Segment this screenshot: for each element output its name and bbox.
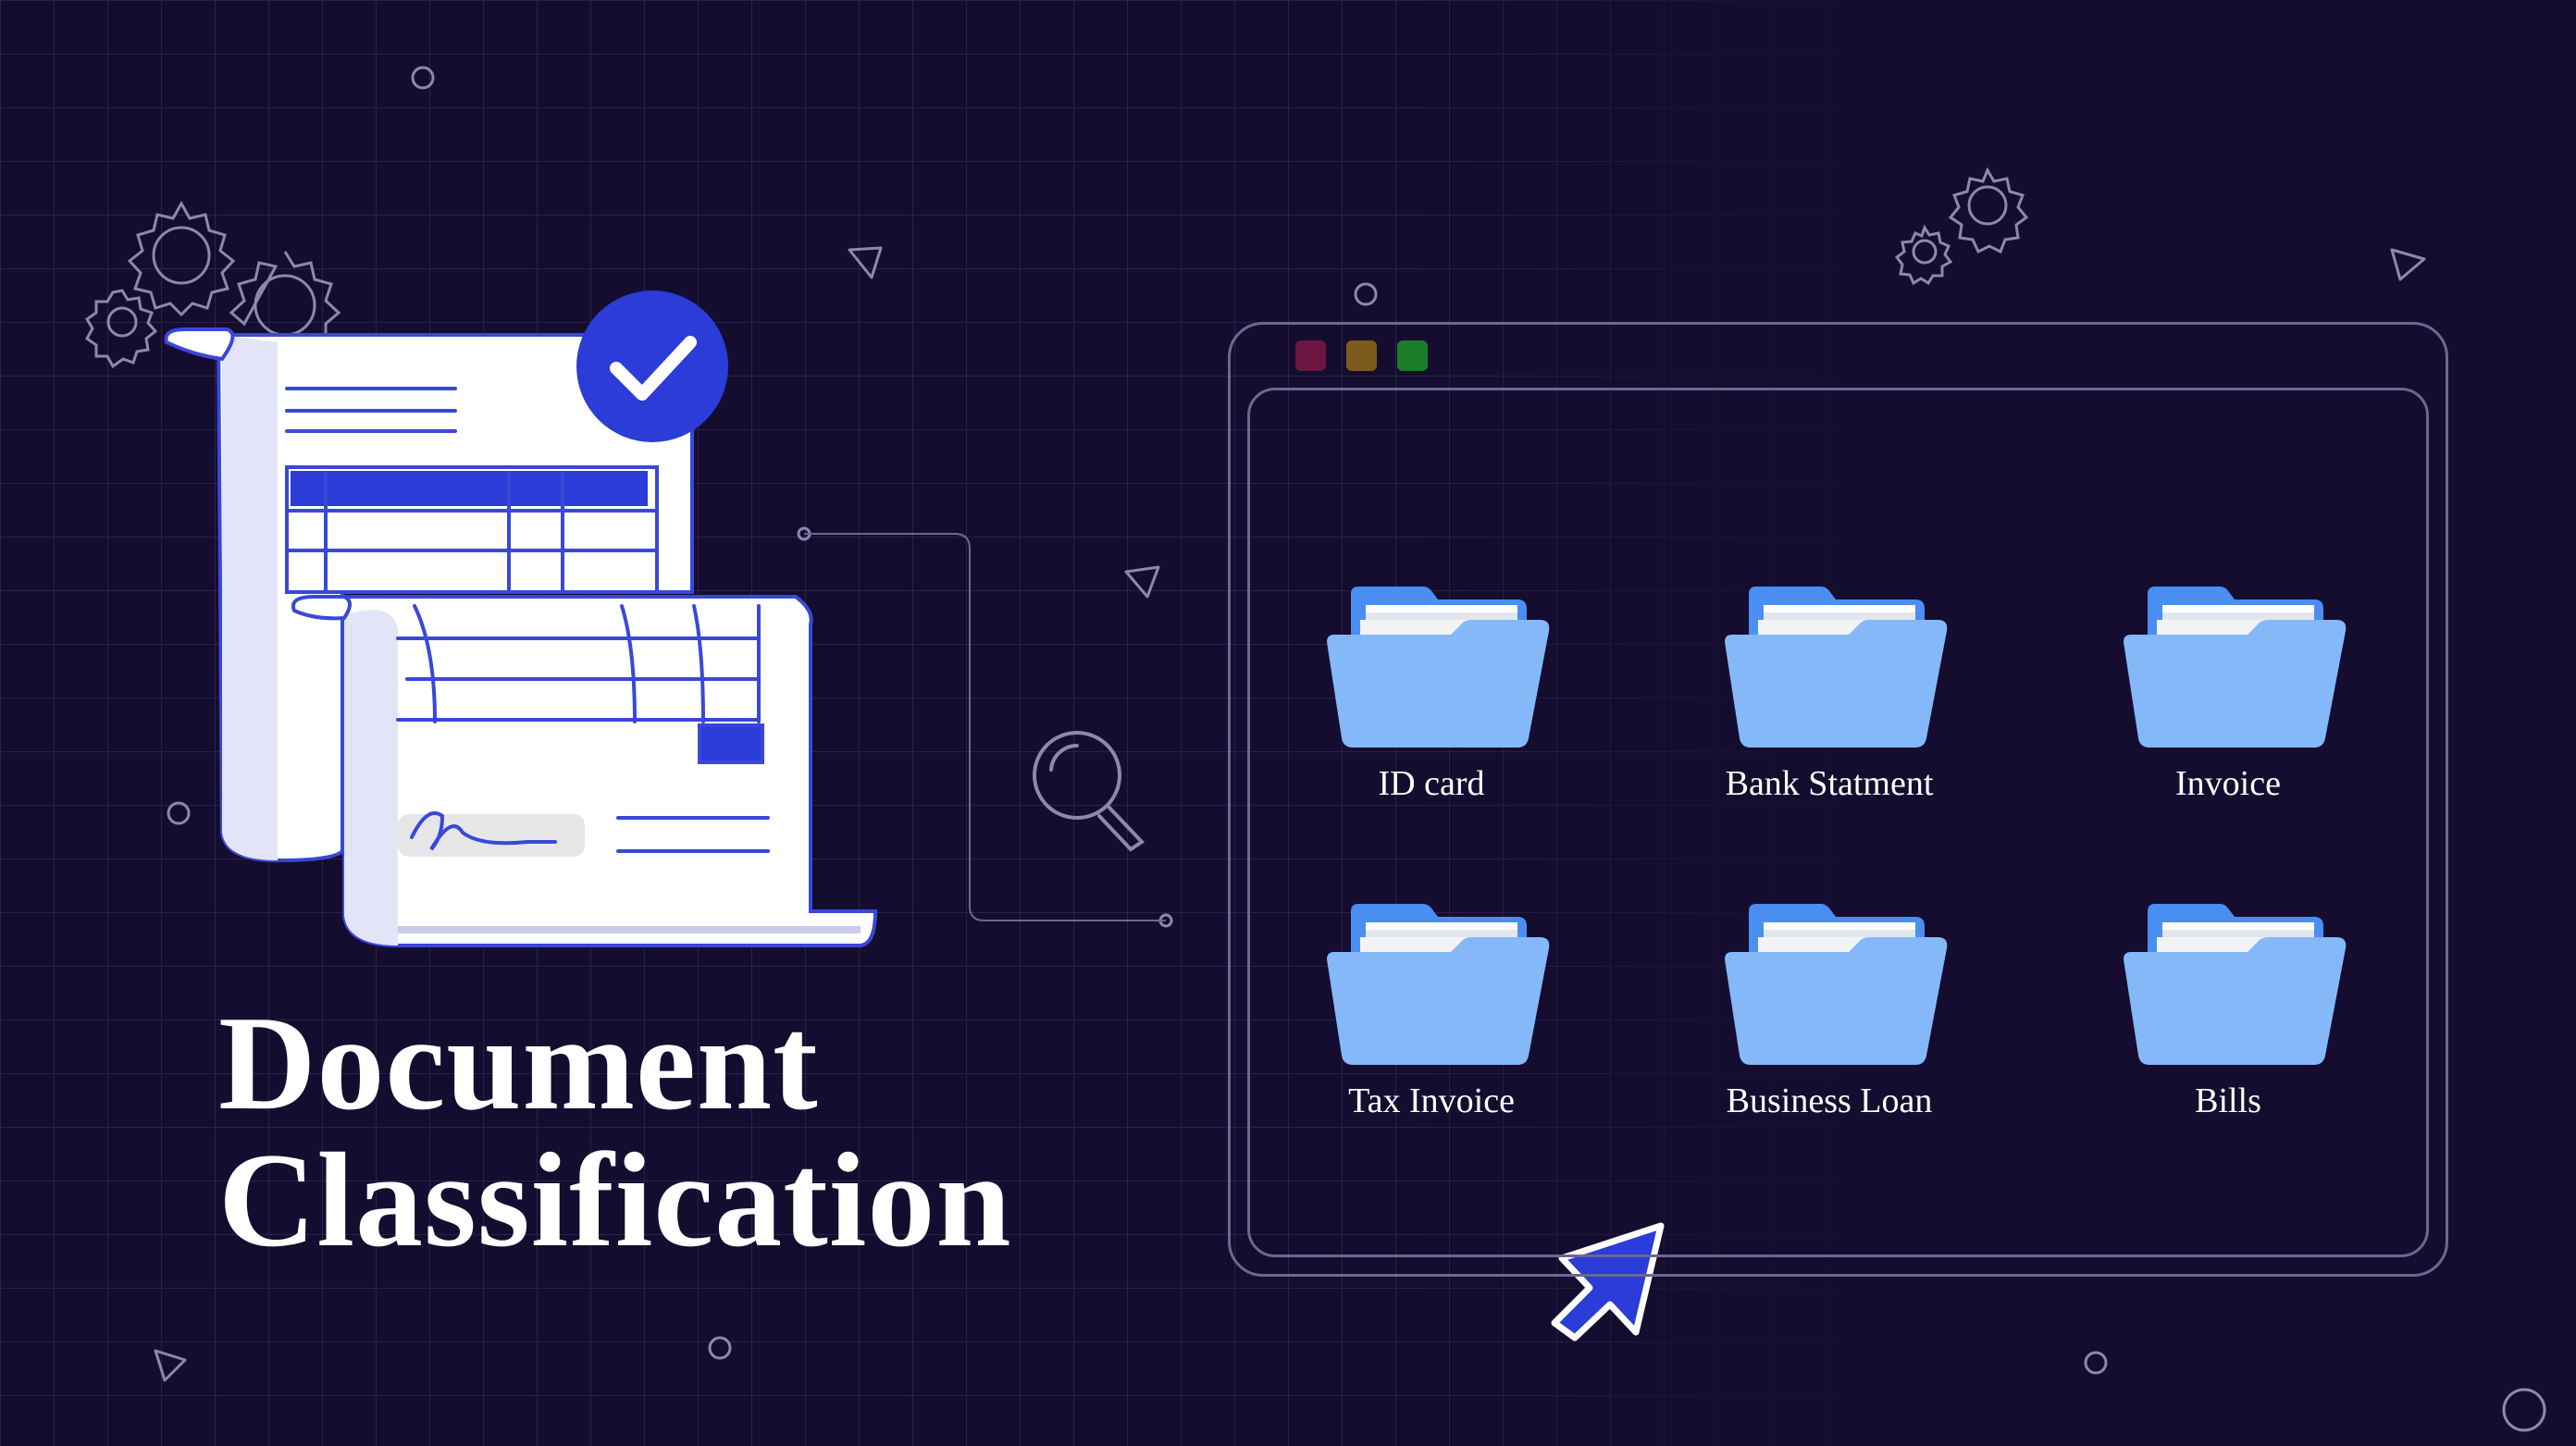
gears-icon [84,200,341,369]
document-icon [291,595,878,947]
document-icon [164,328,694,863]
close-dot[interactable] [1295,340,1326,371]
folder-label: ID card [1378,764,1485,803]
folder-label: Tax Invoice [1348,1081,1515,1120]
folder-bank-statment[interactable]: Bank Statment [1658,585,1963,825]
folder-label: Invoice [2175,764,2281,803]
folder-label: Business Loan [1726,1081,1933,1120]
window-controls [1295,340,1428,371]
folder-icon [1327,904,1550,1065]
folder-tax-invoice[interactable]: Tax Invoice [1260,902,1566,1143]
folder-bills[interactable]: Bills [2057,902,2362,1143]
app-window [1228,322,2448,1277]
folder-id-card[interactable]: ID card [1260,585,1566,825]
decorative-triangles [154,246,2426,1382]
page-title: Document Classification [218,995,1012,1268]
maximize-dot[interactable] [1397,340,1428,371]
check-badge-icon [576,290,728,442]
folder-icon [2124,904,2347,1065]
magnifier-icon [1033,731,1146,852]
connector-line [804,533,1166,921]
folder-label: Bills [2195,1081,2261,1120]
folder-business-loan[interactable]: Business Loan [1658,902,1963,1143]
window-content [1247,388,2429,1257]
title-line-1: Document [218,988,819,1138]
title-line-2: Classification [218,1125,1012,1275]
folder-icon [1725,587,1948,748]
folder-label: Bank Statment [1725,764,1934,803]
folder-icon [2124,587,2347,748]
folder-icon [1725,904,1948,1065]
folder-icon [1327,587,1550,748]
gears-icon [1894,167,2029,286]
folder-invoice[interactable]: Invoice [2057,585,2362,825]
minimize-dot[interactable] [1346,340,1377,371]
cursor-arrow-icon [1551,1222,1665,1341]
